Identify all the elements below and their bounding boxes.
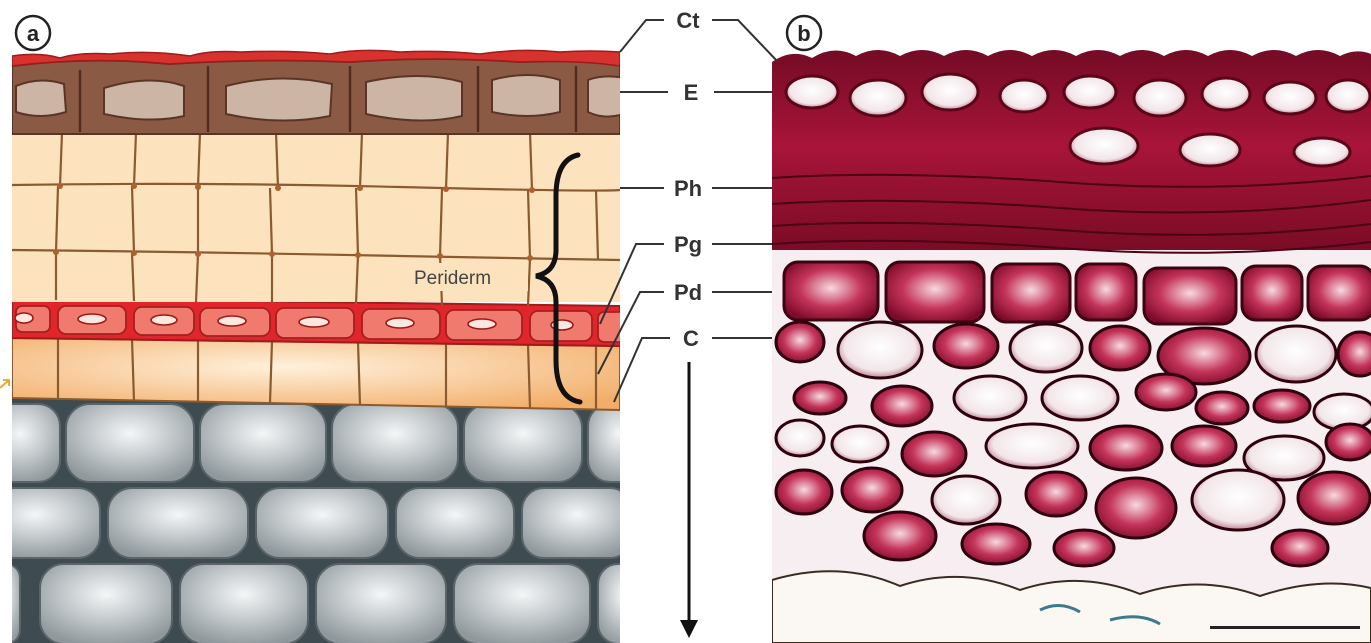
panel-a-schematic	[0, 50, 648, 643]
panel-a-letter: a	[27, 21, 40, 46]
label-c: C	[683, 326, 699, 351]
panel-b-micrograph	[772, 40, 1371, 643]
scale-bar	[1210, 626, 1360, 629]
label-pd: Pd	[674, 280, 702, 305]
panel-a-badge: a	[16, 16, 50, 50]
panel-b-letter: b	[797, 21, 810, 46]
micro-phelloderm-cells	[784, 262, 1371, 324]
orange-arrow-icon	[0, 380, 9, 388]
label-e: E	[684, 80, 699, 105]
periderm-label: Periderm	[414, 268, 491, 289]
panel-b-badge: b	[787, 16, 821, 50]
cortex-cells	[0, 404, 648, 643]
label-pg: Pg	[674, 232, 702, 257]
direction-arrow-icon	[680, 362, 698, 638]
label-ph: Ph	[674, 176, 702, 201]
label-ct: Ct	[676, 8, 700, 33]
